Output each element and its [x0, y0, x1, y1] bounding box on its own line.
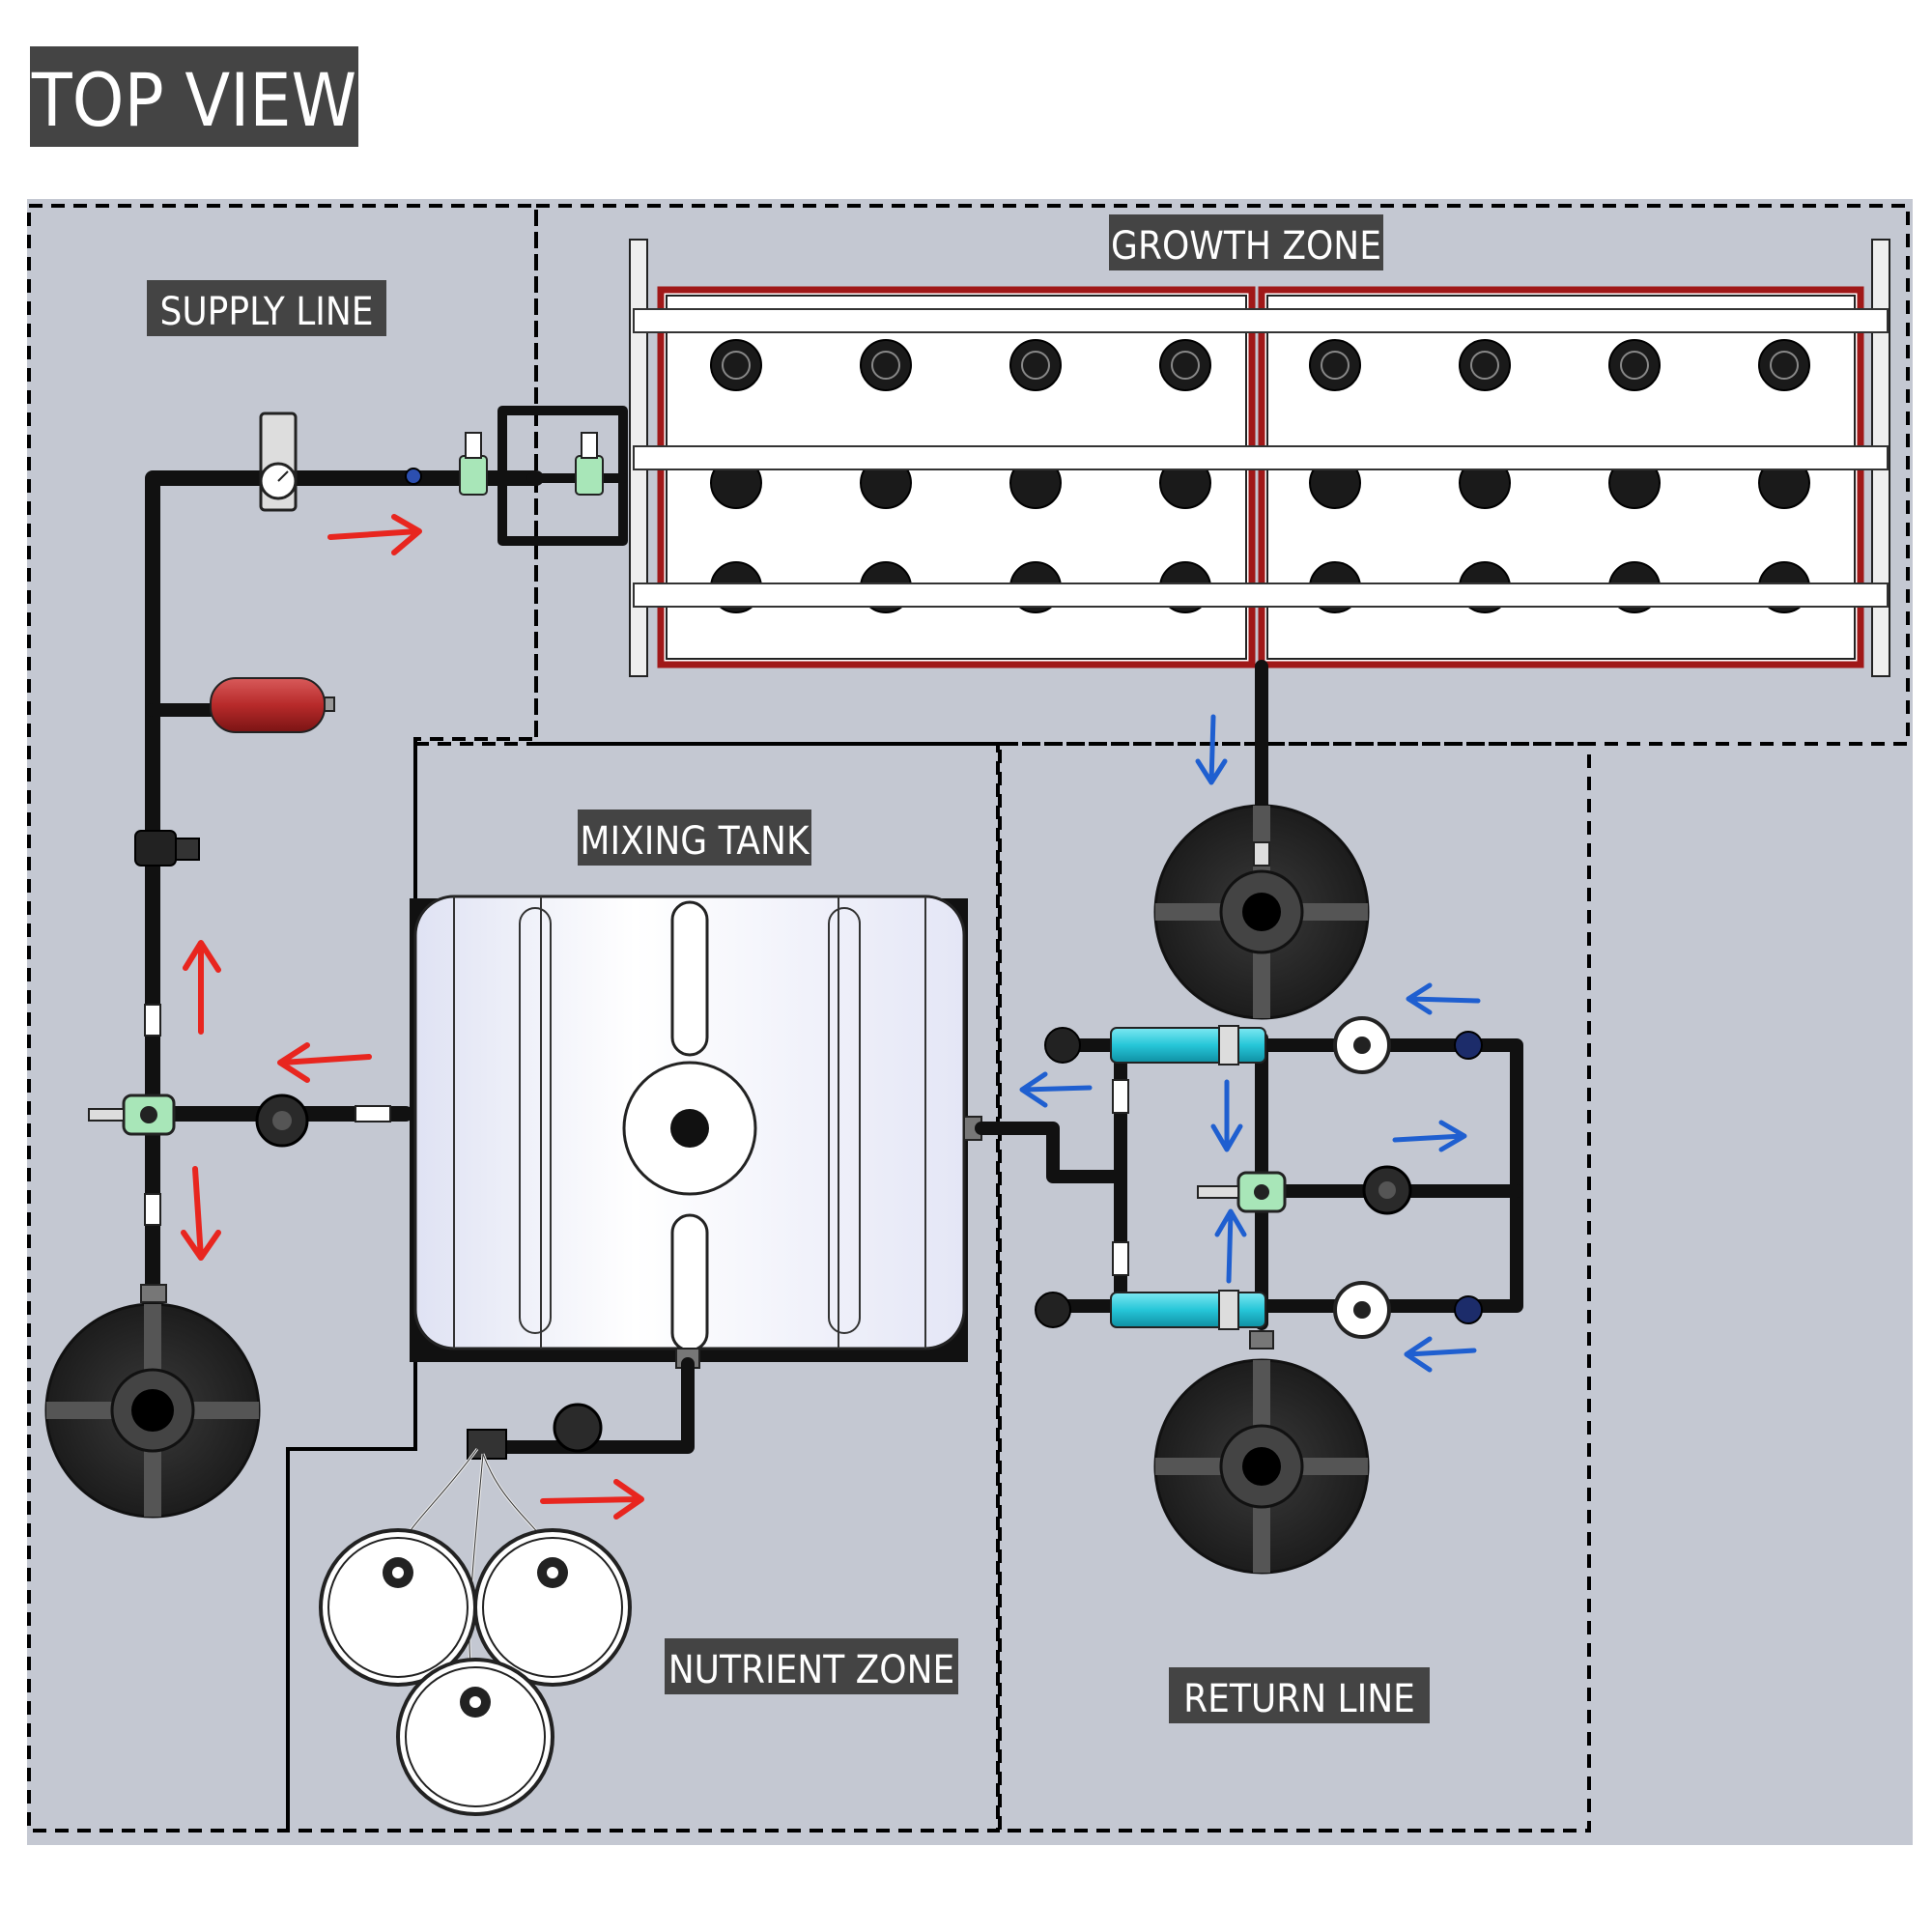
return-tank-lower: [1153, 1330, 1370, 1575]
nutrient-container-3: [396, 1658, 554, 1816]
tray-beam-1: [633, 308, 1889, 333]
return-line-label: RETURN LINE: [1183, 1677, 1415, 1721]
growth-tray: [629, 239, 1890, 677]
flow-arrow-manifold-up: [1214, 1208, 1247, 1284]
nutrient-container-1: [319, 1528, 477, 1687]
flow-arrow-to-mixing: [1019, 1071, 1093, 1108]
nutrient-zone-outline: [286, 742, 1000, 1833]
supply-reservoir: [44, 1284, 261, 1519]
return-flow-arrows: [1019, 714, 1481, 1373]
zone-label-mixing-tank: MIXING TANK: [578, 810, 811, 866]
supply-piping: [44, 406, 628, 1519]
return-check-valve-lower: [1454, 1295, 1483, 1324]
growth-zone-outline: [534, 204, 1910, 746]
return-endcap-upper: [1044, 1027, 1081, 1064]
uv-filter-upper: [1110, 1027, 1266, 1064]
flow-arrow-down: [181, 1166, 221, 1261]
mixing-tank: [410, 895, 982, 1369]
nutrient-zone-label: NUTRIENT ZONE: [668, 1648, 955, 1692]
supply-solenoid-valve-2: [575, 455, 604, 496]
flow-arrow-from-tank: [277, 1042, 372, 1083]
flow-arrow-to-growth: [327, 514, 422, 555]
return-endcap-lower: [1035, 1292, 1071, 1328]
supply-flow-arrows: [181, 514, 644, 1520]
supply-line-label: SUPPLY LINE: [159, 290, 373, 334]
supply-ball-valve: [405, 468, 422, 485]
tray-beam-3: [633, 582, 1889, 608]
mixing-tank-label: MIXING TANK: [580, 819, 810, 864]
tray-beam-2: [633, 445, 1889, 470]
nutrient-dosing: [319, 1357, 695, 1816]
pressure-switch: [134, 830, 177, 867]
flow-arrow-up: [183, 940, 221, 1035]
zone-label-growth-zone: GROWTH ZONE: [1109, 214, 1383, 270]
title-label: TOP VIEW: [30, 46, 358, 147]
supply-solenoid-valve-1: [459, 455, 488, 496]
nutrient-container-2: [473, 1528, 632, 1687]
pressure-tank: [210, 677, 326, 733]
page-title: TOP VIEW: [31, 57, 356, 143]
flow-arrow-drain-down: [1195, 714, 1228, 785]
return-piping: [975, 660, 1523, 1575]
flow-arrow-nutrient: [540, 1479, 644, 1520]
return-zone-outline: [998, 742, 1591, 1833]
growth-zone-label: GROWTH ZONE: [1111, 224, 1381, 269]
dosing-pump: [553, 1403, 603, 1453]
uv-filter-lower: [1110, 1292, 1266, 1328]
flow-arrow-return-upper: [1406, 982, 1481, 1015]
flow-arrow-manifold-right: [1392, 1120, 1467, 1152]
return-check-valve-upper: [1454, 1031, 1483, 1060]
flow-arrow-manifold-down: [1210, 1079, 1243, 1152]
zone-outlines: [27, 204, 1910, 1833]
zone-label-nutrient-zone: NUTRIENT ZONE: [665, 1638, 958, 1694]
flow-arrow-return-lower: [1404, 1336, 1477, 1373]
zone-label-supply-line: SUPPLY LINE: [147, 280, 386, 336]
return-tank-upper: [1153, 804, 1370, 1020]
zone-label-return-line: RETURN LINE: [1169, 1667, 1430, 1723]
